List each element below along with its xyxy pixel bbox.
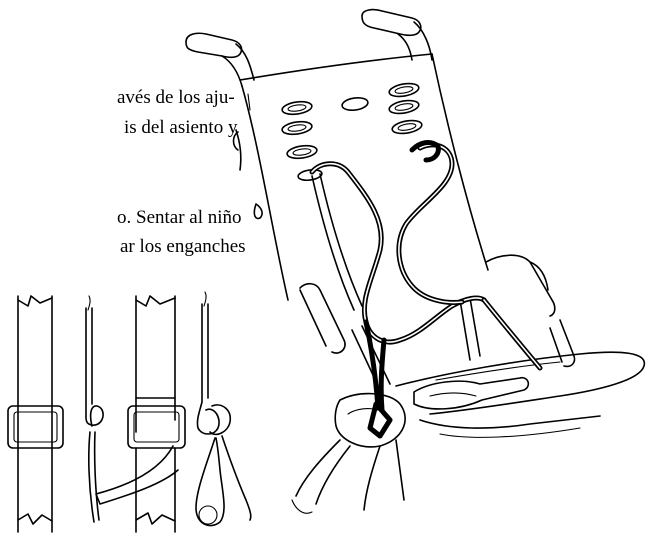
seat-footrest (395, 351, 646, 415)
safety-harness (309, 140, 543, 439)
strap-loop-view (195, 291, 252, 527)
paragraph-2-line-1: o. Sentar al niño (117, 207, 242, 228)
strap-side-view (85, 295, 104, 523)
strap-folded-view (95, 295, 186, 533)
seat-backrest (239, 53, 489, 301)
paragraph-1-line-2: is del asiento y (124, 117, 238, 138)
right-handle-icon (361, 8, 433, 61)
lower-frame (291, 392, 601, 514)
left-handle-icon (185, 32, 255, 87)
stroller-frame (232, 129, 576, 391)
paragraph-2-line-2: ar los enganches (120, 236, 246, 257)
paragraph-1-line-1: avés de los aju- (117, 87, 235, 108)
strap-front-view (7, 295, 64, 533)
